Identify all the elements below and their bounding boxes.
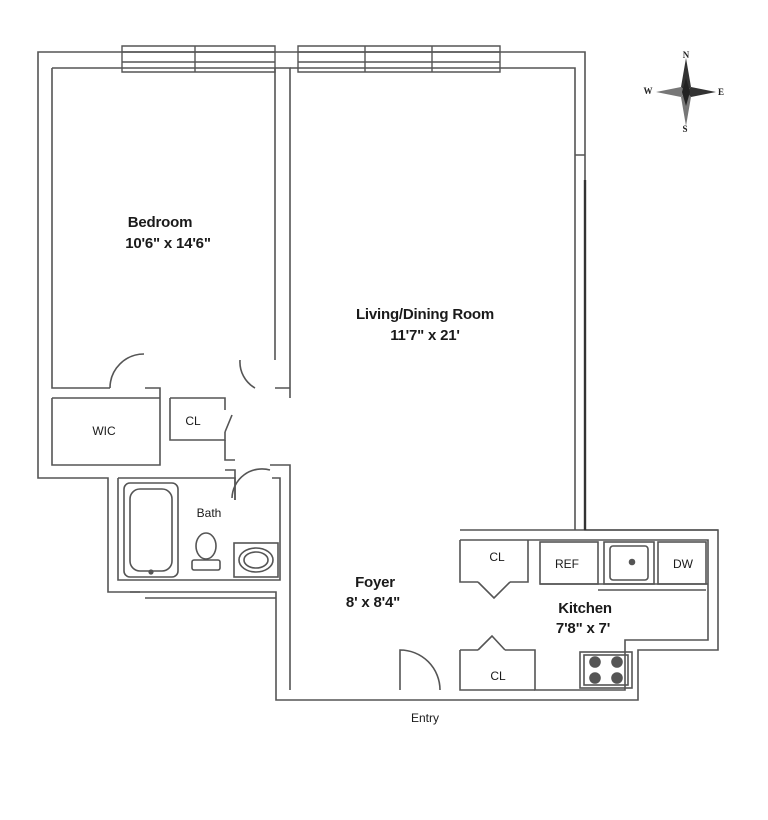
partition-wall <box>275 67 291 398</box>
entry-door <box>399 649 441 691</box>
bedroom-wall <box>51 67 276 466</box>
compass-west-label: W <box>643 86 653 96</box>
kitchen-upper-closet-label: CL <box>489 550 505 564</box>
living-dining-dimensions: 11'7" x 21' <box>390 327 460 344</box>
wic-label: WIC <box>92 424 116 438</box>
living-wall <box>290 67 585 530</box>
bedroom-dimensions: 10'6" x 14'6" <box>125 235 211 252</box>
living-window <box>297 45 501 73</box>
bedroom-window <box>121 45 276 73</box>
bath-sink <box>233 542 279 578</box>
bath-wall <box>117 477 281 581</box>
compass-south-label: S <box>682 124 688 134</box>
compass-east-label: E <box>717 87 725 97</box>
kitchen-wall <box>460 529 718 691</box>
dishwasher-label: DW <box>673 557 693 571</box>
kitchen-label: Kitchen <box>558 600 612 617</box>
closet-wall <box>169 397 226 441</box>
kitchen-closet-lower <box>459 649 535 691</box>
kitchen-dimensions: 7'8" x 7' <box>555 620 611 637</box>
compass-north-label: N <box>682 50 690 60</box>
bedroom-door <box>109 353 145 389</box>
bathtub <box>123 482 179 578</box>
living-dining-label: Living/Dining Room <box>355 306 495 323</box>
refrigerator-label: REF <box>555 557 579 571</box>
foyer-dimensions: 8' x 8'4" <box>345 594 401 611</box>
bath-label: Bath <box>196 506 222 520</box>
toilet <box>195 532 217 560</box>
bedroom-label: Bedroom <box>127 214 193 231</box>
foyer-label: Foyer <box>355 574 395 591</box>
entry-label: Entry <box>410 711 440 725</box>
kitchen-lower-closet-label: CL <box>490 669 506 683</box>
stove <box>579 651 633 689</box>
kitchen-closet-upper <box>459 540 529 583</box>
bedroom-closet-label: CL <box>185 414 201 428</box>
compass-rose-icon <box>656 58 716 126</box>
